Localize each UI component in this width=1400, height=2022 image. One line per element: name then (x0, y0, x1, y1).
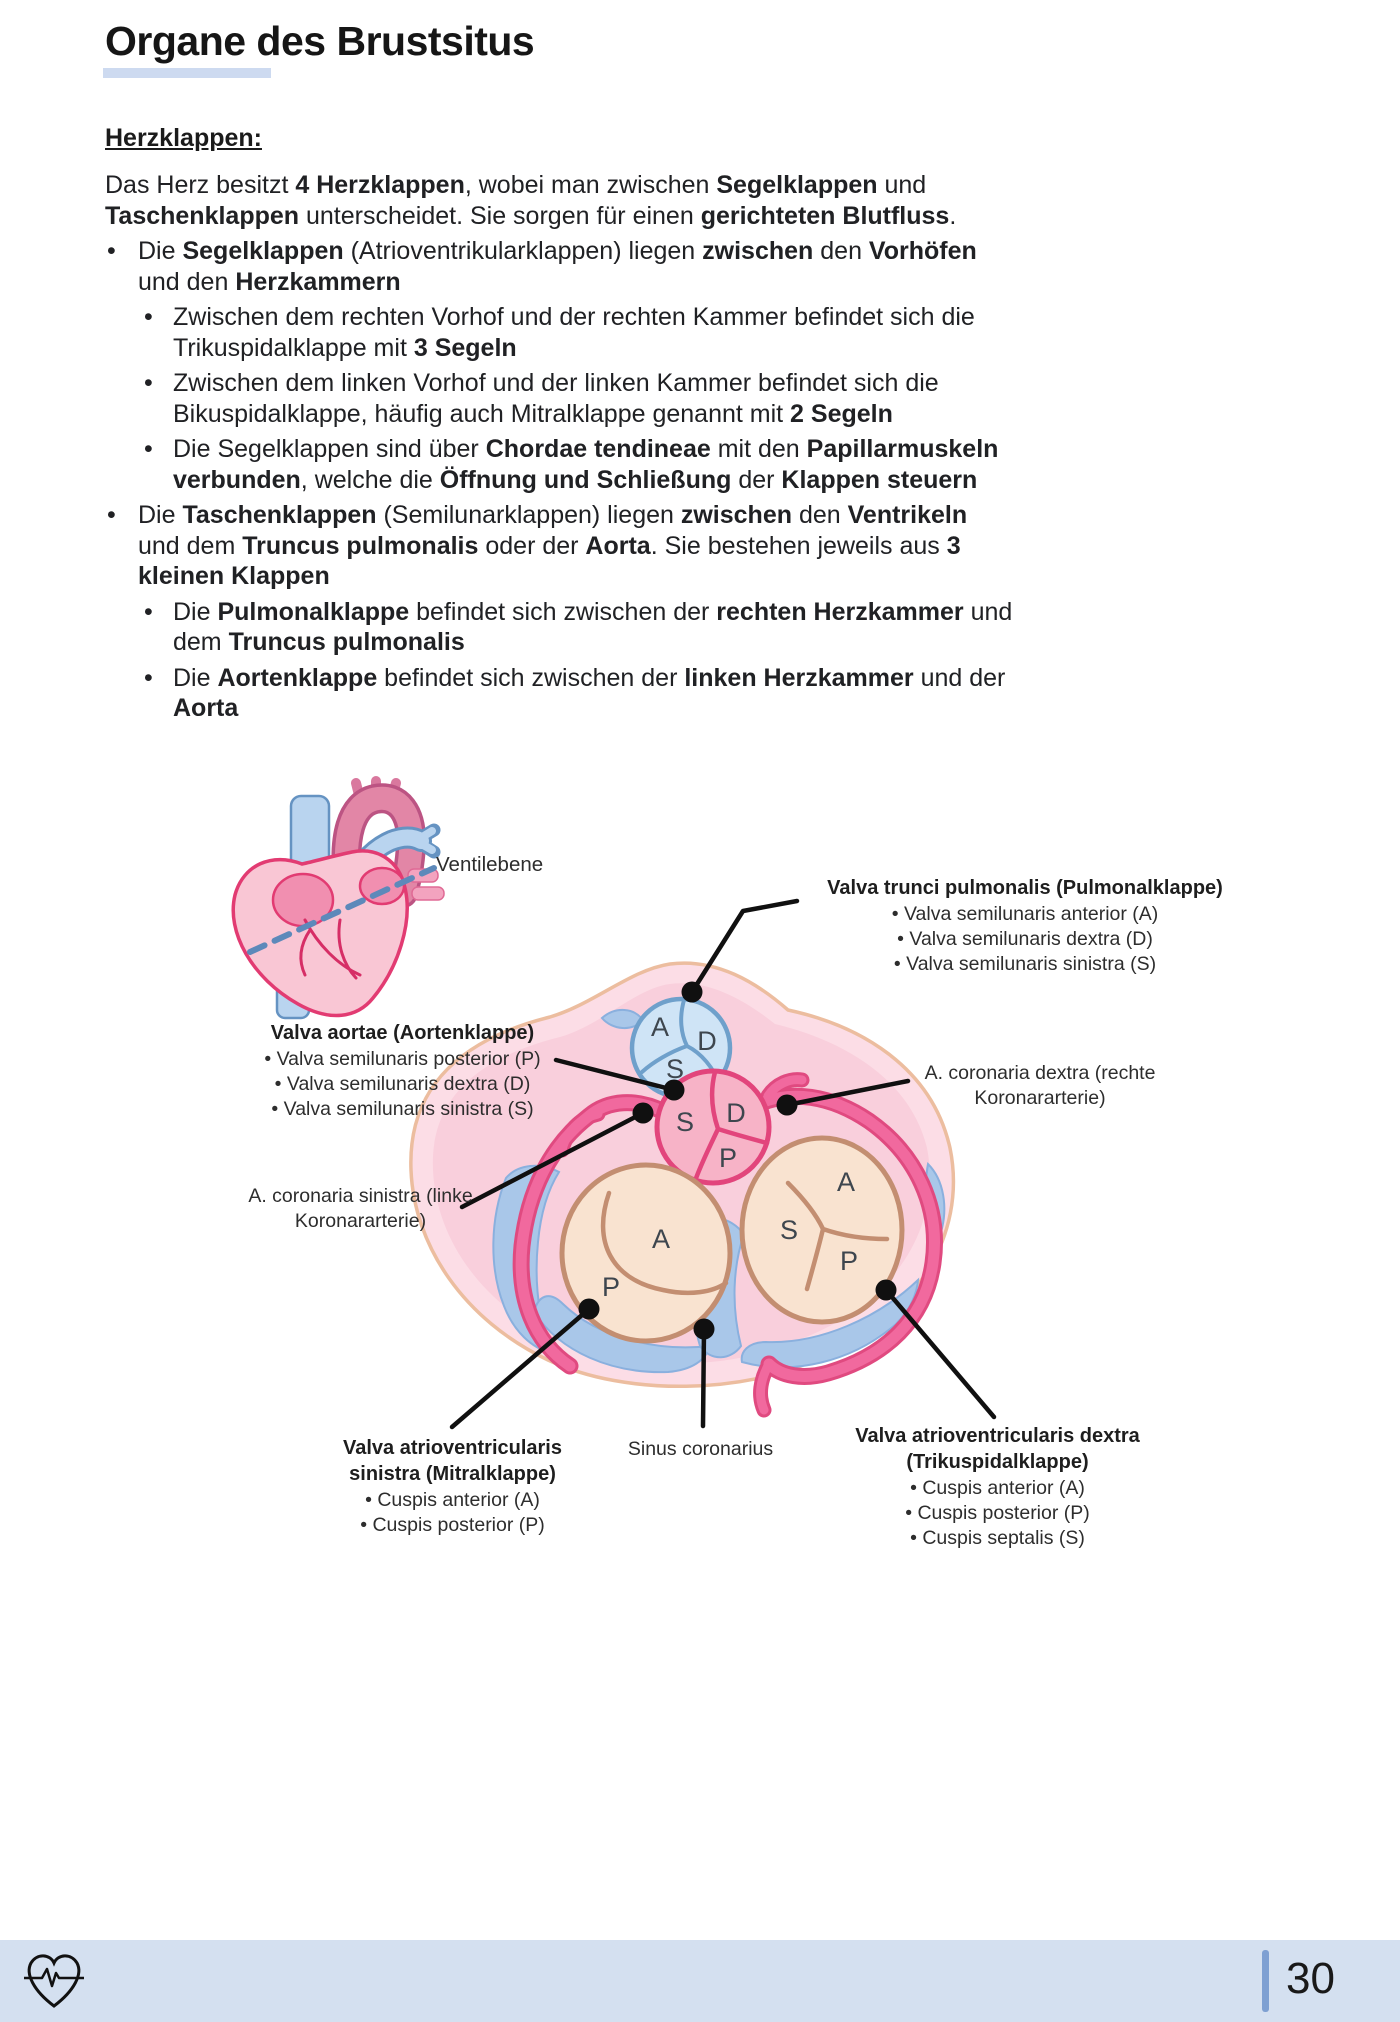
list-item: Die Taschenklappen (Semilunarklappen) li… (105, 500, 1005, 592)
coronary-arteries (512, 1072, 943, 1418)
label-tricuspid-valve: Valva atrioventricularis dextra (Trikusp… (850, 1424, 1145, 1551)
page-number: 30 (1286, 1954, 1335, 2003)
tricuspid-cusp-lines (785, 1180, 890, 1292)
label-title: Valva aortae (Aortenklappe) (270, 1022, 535, 1044)
cusp-letter: P (602, 1272, 620, 1302)
list-item: Die Pulmonalklappe befindet sich zwische… (142, 597, 1016, 658)
intro-paragraph: Das Herz besitzt 4 Herzklappen, wobei ma… (105, 171, 957, 230)
footer-bar: 30 (0, 1940, 1400, 2022)
heart-illustration (231, 776, 445, 1020)
section-heading: Herzklappen: (105, 124, 262, 152)
list-item: Zwischen dem linken Vorhof und der linke… (142, 368, 1016, 429)
cusp-letter: A (837, 1167, 855, 1197)
pointer-dots (578, 981, 897, 1340)
mitral-cusp-line (600, 1190, 729, 1296)
list-item: Die Segelklappen (Atrioventrikularklappe… (105, 236, 1005, 297)
label-title: Valva atrioventricularis sinistra (Mitra… (342, 1437, 562, 1485)
cusp-letter: S (780, 1215, 798, 1245)
label-item: Valva semilunaris dextra (D) (800, 927, 1250, 952)
cusp-letter: S (676, 1107, 694, 1137)
label-item: Cuspis posterior (P) (320, 1513, 585, 1538)
page-title: Organe des Brustsitus (105, 18, 535, 64)
label-item: Cuspis septalis (S) (850, 1526, 1145, 1551)
label-item: Valva semilunaris anterior (A) (800, 902, 1250, 927)
label-item: Cuspis anterior (A) (320, 1488, 585, 1513)
cusp-letter: S (666, 1054, 684, 1084)
pulmonary-branches (415, 827, 436, 854)
label-title: Valva atrioventricularis dextra (Trikusp… (855, 1425, 1140, 1473)
label-mitral-valve: Valva atrioventricularis sinistra (Mitra… (320, 1436, 585, 1538)
cusp-letter: P (719, 1143, 737, 1173)
list-item: Die Aortenklappe befindet sich zwischen … (142, 663, 1016, 724)
aorta (334, 786, 423, 905)
heart-ekg-icon (24, 1954, 84, 2008)
text-column: Organe des Brustsitus Herzklappen: Das H… (103, 18, 1012, 724)
label-item: Valva semilunaris posterior (P) (225, 1047, 580, 1072)
title-underline-accent (103, 68, 271, 78)
list-item: Die Segelklappen sind über Chordae tendi… (142, 434, 1016, 495)
label-coronary-sinus: Sinus coronarius (627, 1438, 774, 1460)
label-right-coronary: A. coronaria dextra (rechte Koronararter… (924, 1062, 1156, 1110)
page-number-accent (1262, 1950, 1269, 2012)
label-aortic-valve: Valva aortae (Aortenklappe) Valva semilu… (225, 1021, 580, 1122)
cusp-letter: D (697, 1026, 717, 1056)
label-left-coronary: A. coronaria sinistra (linke Koronararte… (248, 1185, 473, 1233)
label-item: Valva semilunaris dextra (D) (225, 1072, 580, 1097)
cusp-letter: P (840, 1246, 858, 1276)
cusp-letter: A (652, 1224, 670, 1254)
list-item: Zwischen dem rechten Vorhof und der rech… (142, 302, 1016, 363)
label-item: Cuspis posterior (P) (850, 1501, 1145, 1526)
label-pulmonary-valve: Valva trunci pulmonalis (Pulmonalklappe)… (800, 876, 1250, 977)
ventilebene-dashed-line (247, 865, 437, 955)
cusp-letter: A (651, 1012, 669, 1042)
aortic-cusp-lines (692, 1069, 770, 1184)
label-title: Valva trunci pulmonalis (Pulmonalklappe) (827, 877, 1223, 899)
label-item: Cuspis anterior (A) (850, 1476, 1145, 1501)
label-item: Valva semilunaris sinistra (S) (225, 1097, 580, 1122)
label-ventilebene: Ventilebene (436, 853, 544, 876)
label-item: Valva semilunaris sinistra (S) (800, 952, 1250, 977)
cusp-letter: D (726, 1098, 746, 1128)
